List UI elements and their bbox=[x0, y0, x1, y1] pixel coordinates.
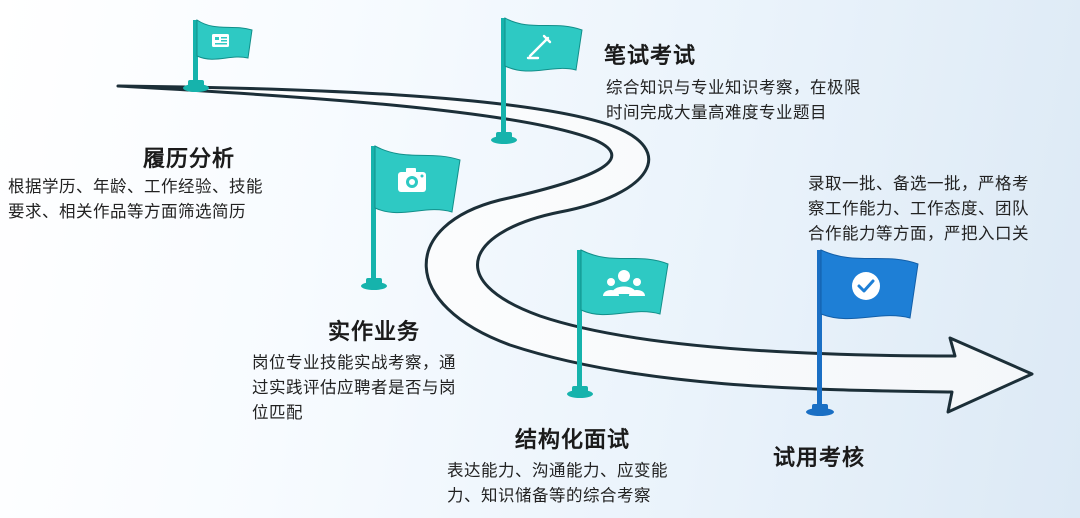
check-circle-icon bbox=[852, 272, 880, 300]
desc-line: 过实践评估应聘者是否与岗 bbox=[252, 378, 456, 397]
pencil-icon bbox=[526, 34, 552, 60]
stage-title-probation-assessment: 试用考核 bbox=[773, 446, 866, 471]
flag-probation-assessment bbox=[806, 249, 919, 416]
stage-desc-resume-analysis: 根据学历、年龄、工作经验、技能 要求、相关作品等方面筛选简历 bbox=[8, 174, 263, 224]
flag-practical-work bbox=[361, 145, 461, 290]
desc-line: 综合知识与专业知识考察，在极限 bbox=[606, 78, 861, 97]
resume-icon bbox=[212, 34, 229, 47]
stage-desc-probation-assessment: 录取一批、备选一批，严格考 察工作能力、工作态度、团队 合作能力等方面，严把入口… bbox=[808, 171, 1029, 246]
flag-resume-analysis bbox=[183, 19, 253, 92]
desc-line: 根据学历、年龄、工作经验、技能 bbox=[8, 177, 263, 196]
desc-line: 位匹配 bbox=[252, 403, 303, 422]
flag-written-exam bbox=[491, 17, 583, 144]
desc-line: 察工作能力、工作态度、团队 bbox=[808, 199, 1029, 218]
desc-line: 时间完成大量高难度专业题目 bbox=[606, 103, 827, 122]
stage-title-practical-work: 实作业务 bbox=[328, 320, 421, 345]
desc-line: 合作能力等方面，严把入口关 bbox=[808, 224, 1029, 243]
stage-title-structured-interview: 结构化面试 bbox=[515, 428, 631, 453]
road-path bbox=[116, 84, 1034, 414]
stage-desc-written-exam: 综合知识与专业知识考察，在极限 时间完成大量高难度专业题目 bbox=[606, 75, 861, 125]
flag-structured-interview bbox=[567, 249, 669, 398]
stage-desc-practical-work: 岗位专业技能实战考察，通 过实践评估应聘者是否与岗 位匹配 bbox=[252, 350, 456, 425]
desc-line: 岗位专业技能实战考察，通 bbox=[252, 353, 456, 372]
desc-line: 要求、相关作品等方面筛选简历 bbox=[8, 202, 246, 221]
stage-title-written-exam: 笔试考试 bbox=[604, 44, 697, 69]
desc-line: 录取一批、备选一批，严格考 bbox=[808, 174, 1029, 193]
camera-icon bbox=[398, 168, 426, 192]
desc-line: 力、知识储备等的综合考察 bbox=[447, 486, 651, 505]
stage-title-resume-analysis: 履历分析 bbox=[143, 147, 236, 172]
stage-desc-structured-interview: 表达能力、沟通能力、应变能 力、知识储备等的综合考察 bbox=[447, 458, 668, 508]
interview-people-icon bbox=[603, 270, 645, 296]
desc-line: 表达能力、沟通能力、应变能 bbox=[447, 461, 668, 480]
